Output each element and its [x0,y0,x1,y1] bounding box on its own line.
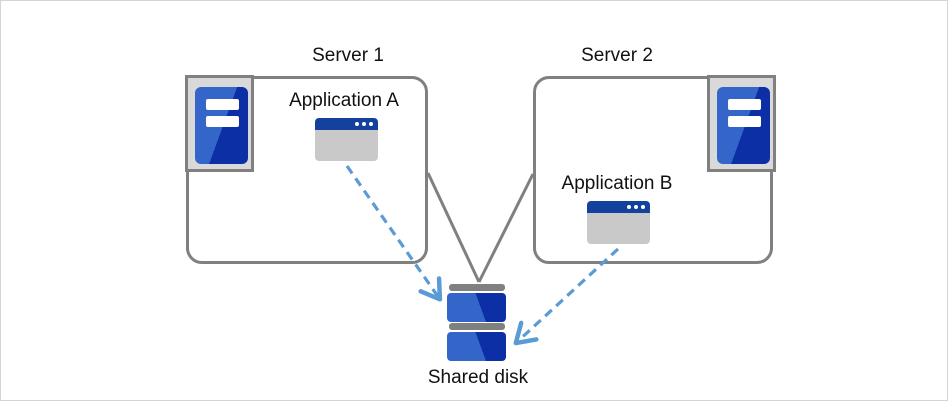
window-body [315,130,378,161]
appB-label: Application B [561,173,673,194]
server2-label: Server 2 [581,45,653,66]
edge-server2-disk [477,173,535,283]
server-tower-icon [195,87,248,164]
tower-slot [728,116,761,127]
window-dots-icon [627,205,645,209]
window-titlebar [587,201,650,213]
appA-window-icon [315,118,378,161]
window-titlebar [315,118,378,130]
disk-cap [449,284,505,291]
disk-unit [447,332,506,361]
server1-tower-frame [185,75,254,172]
server-tower-icon [717,87,770,164]
shared-disk-label: Shared disk [427,367,529,388]
tower-slot [728,99,761,110]
tower-slot [206,116,239,127]
window-dots-icon [355,122,373,126]
disk-unit [447,293,506,322]
edge-server1-disk [426,172,481,283]
server1-label: Server 1 [312,45,384,66]
appA-label: Application A [289,90,399,111]
appB-window-icon [587,201,650,244]
server2-tower-frame [707,75,776,172]
tower-slot [206,99,239,110]
disk-cap [449,323,505,330]
window-body [587,213,650,244]
